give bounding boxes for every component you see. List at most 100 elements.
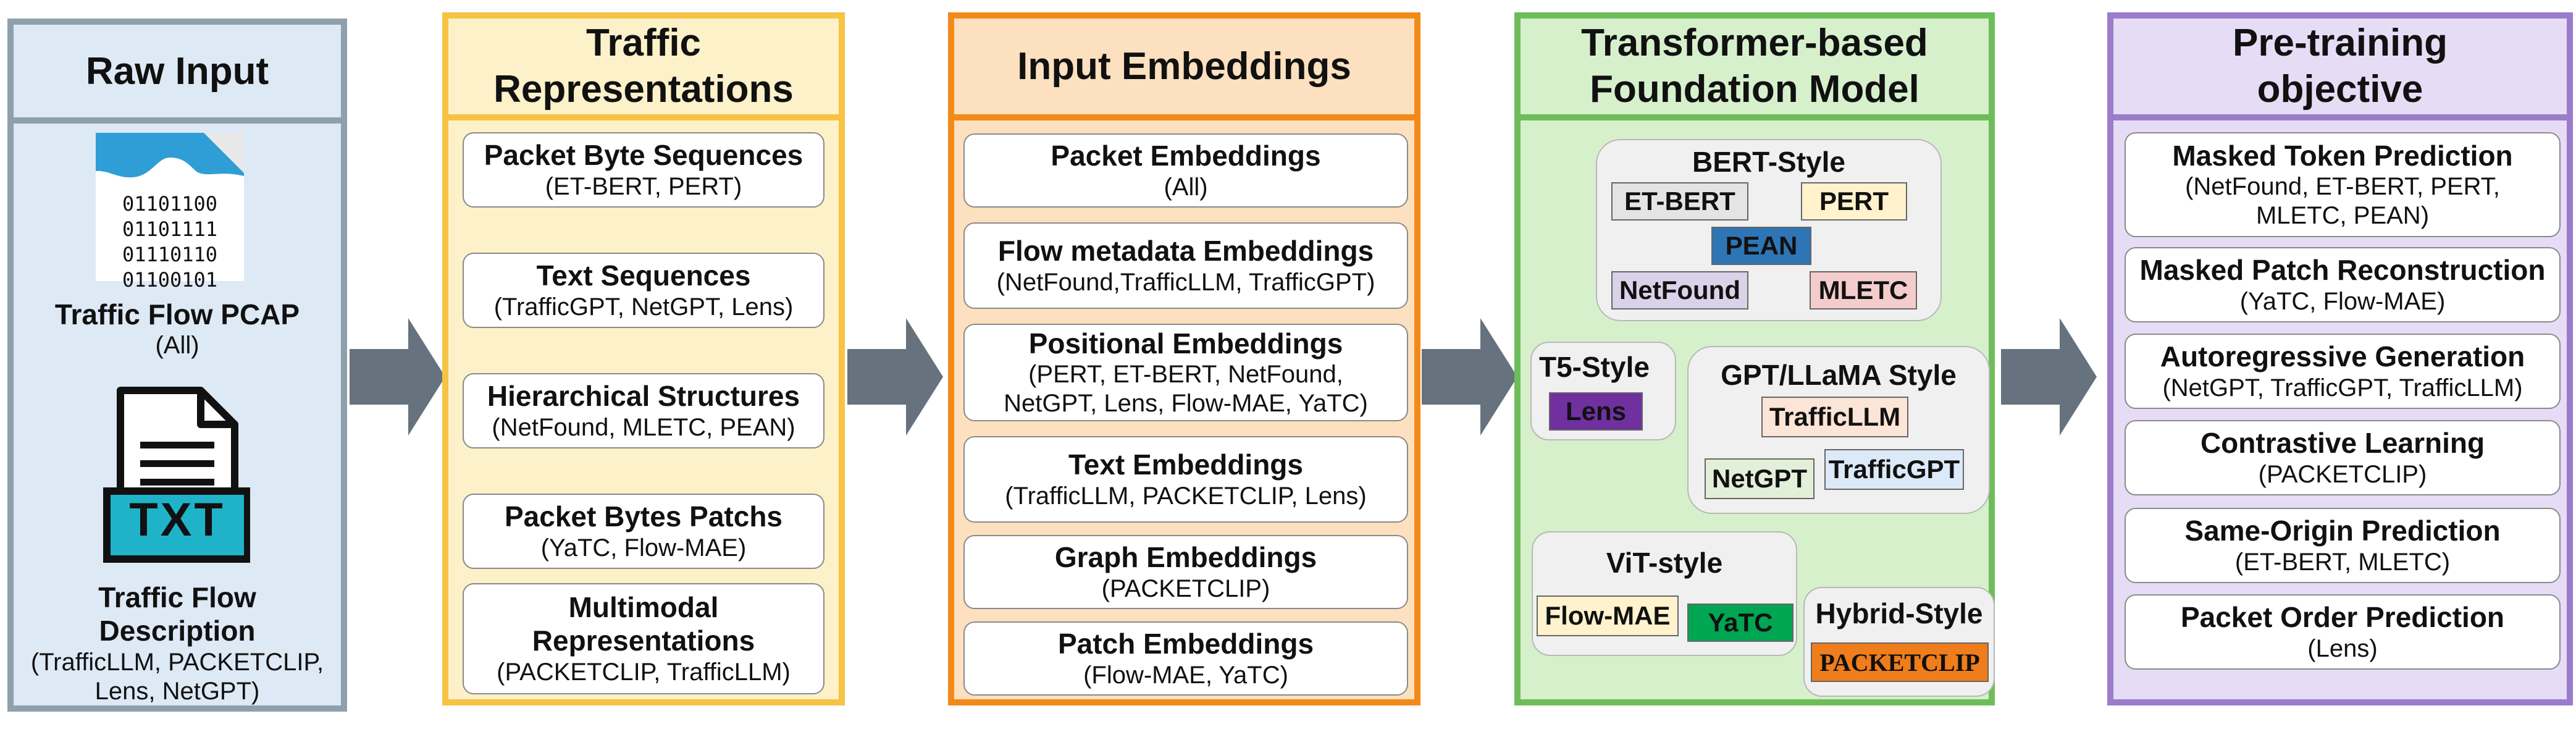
pcap-caption: Traffic Flow PCAP (All) [14,298,341,360]
pcap-bits: 01101100 01101111 01110110 01100101 [96,192,244,293]
traffic-representations-header: Traffic Representations [448,19,839,120]
description-title-line: Traffic Flow [98,581,256,613]
representation-box: Hierarchical Structures (NetFound, MLETC… [463,373,824,448]
embedding-box: Positional Embeddings (PERT, ET-BERT, Ne… [963,324,1408,421]
pcap-title: Traffic Flow PCAP [54,298,300,330]
objective-box: Masked Token Prediction (NetFound, ET-BE… [2125,132,2561,237]
embedding-title: Graph Embeddings [1054,541,1317,574]
description-sub: (TrafficLLM, PACKETCLIP, Lens, NetGPT) [14,648,341,706]
flow-arrow [847,318,943,436]
representation-sub: (ET-BERT, PERT) [545,172,742,200]
embedding-sub: (NetFound,TrafficLLM, TrafficGPT) [996,268,1375,296]
t5-style-title: T5-Style [1539,351,1650,383]
model-chip-trafficllm: TrafficLLM [1761,397,1908,437]
traffic-representations-title: Traffic [585,22,702,65]
objective-sub: (NetGPT, TrafficGPT, TrafficLLM) [2162,374,2523,402]
embedding-title: Positional Embeddings [1028,327,1343,360]
objective-box: Masked Patch Reconstruction (YaTC, Flow-… [2125,247,2561,322]
vit-style-title: ViT-style [1606,547,1723,579]
representation-box: Packet Byte Sequences (ET-BERT, PERT) [463,132,824,208]
pcap-bit-row: 01101111 [122,217,218,241]
objective-sub: (Lens) [2307,634,2378,662]
input-embeddings-stage: Input Embeddings Packet Embeddings (All)… [948,12,1420,705]
description-title-line: Description [99,615,256,647]
foundation-model-title: Transformer-based [1581,22,1928,65]
embedding-sub: (All) [1164,173,1208,201]
representation-title: Multimodal Representations [532,591,755,657]
objective-title: Masked Patch Reconstruction [2139,254,2546,287]
objective-sub: (NetFound, ET-BERT, PERT, [2185,172,2500,200]
foundation-model-stage: Transformer-based Foundation Model BERT-… [1514,12,1995,705]
embedding-box: Flow metadata Embeddings (NetFound,Traff… [963,222,1408,309]
objective-sub: (YaTC, Flow-MAE) [2239,287,2446,315]
bert-style-group: BERT-Style ET-BERT PERT PEAN NetFound ML… [1596,139,1942,321]
representation-box: Multimodal Representations (PACKETCLIP, … [463,583,824,694]
raw-input-title: Raw Input [85,49,269,93]
objective-title: Packet Order Prediction [2180,601,2505,634]
objective-sub: (ET-BERT, MLETC) [2234,548,2451,576]
traffic-representations-title: Representations [493,67,794,111]
model-chip-yatc: YaTC [1687,604,1794,642]
model-chip-netgpt: NetGPT [1705,458,1815,499]
objective-box: Autoregressive Generation (NetGPT, Traff… [2125,334,2561,409]
pcap-bit-row: 01101100 [122,192,218,216]
model-chip-flow-mae: Flow-MAE [1537,596,1679,636]
description-title: Traffic Flow Description [14,581,341,648]
embedding-title: Flow metadata Embeddings [997,235,1374,267]
flow-arrow [350,318,445,436]
foundation-model-title: Foundation Model [1590,67,1919,111]
model-chip-et-bert: ET-BERT [1611,182,1748,221]
pcap-bit-row: 01110110 [122,243,218,266]
representation-sub: (YaTC, Flow-MAE) [540,534,747,562]
objective-box: Packet Order Prediction (Lens) [2125,594,2561,670]
txt-file-icon [102,383,251,568]
traffic-representations-stage: Traffic Representations Packet Byte Sequ… [442,12,845,705]
objective-sub: (PACKETCLIP) [2258,460,2427,488]
bert-style-title: BERT-Style [1692,146,1845,178]
vit-style-group: ViT-style Flow-MAE YaTC [1532,531,1797,656]
raw-input-header: Raw Input [14,25,341,124]
hybrid-style-title: Hybrid-Style [1815,597,1983,629]
description-sub-line: Lens, NetGPT) [94,677,260,705]
embedding-sub: (Flow-MAE, YaTC) [1083,661,1288,689]
input-embeddings-header: Input Embeddings [954,19,1414,120]
model-chip-packetclip: PACKETCLIP [1811,642,1989,682]
model-chip-pert: PERT [1801,182,1907,221]
embedding-box: Text Embeddings (TrafficLLM, PACKETCLIP,… [963,436,1408,523]
objective-title: Autoregressive Generation [2160,340,2525,373]
embedding-box: Packet Embeddings (All) [963,133,1408,208]
embedding-sub: (TrafficLLM, PACKETCLIP, Lens) [1005,482,1367,510]
objective-box: Same-Origin Prediction (ET-BERT, MLETC) [2125,508,2561,583]
objective-sub: MLETC, PEAN) [2255,202,2430,230]
representation-box: Text Sequences (TrafficGPT, NetGPT, Lens… [463,253,824,328]
embedding-sub: NetGPT, Lens, Flow-MAE, YaTC) [1004,390,1368,418]
flow-arrow [1422,318,1517,436]
embedding-title: Patch Embeddings [1057,628,1314,660]
representation-sub: (TrafficGPT, NetGPT, Lens) [493,293,794,321]
objective-title: Same-Origin Prediction [2184,515,2501,547]
objective-box: Contrastive Learning (PACKETCLIP) [2125,420,2561,495]
pretraining-objective-title: objective [2257,67,2423,111]
embedding-box: Graph Embeddings (PACKETCLIP) [963,535,1408,609]
embedding-box: Patch Embeddings (Flow-MAE, YaTC) [963,621,1408,696]
pretraining-objective-title: Pre-training [2233,22,2448,65]
representation-title: Packet Byte Sequences [484,139,803,172]
representation-box: Packet Bytes Patchs (YaTC, Flow-MAE) [463,494,824,569]
gpt-llama-style-group: GPT/LLaMA Style TrafficLLM NetGPT Traffi… [1687,346,1990,514]
embedding-title: Text Embeddings [1068,448,1303,481]
pcap-sub: (All) [155,332,199,360]
embedding-sub: (PACKETCLIP) [1101,575,1270,602]
representation-sub: (NetFound, MLETC, PEAN) [492,413,795,441]
pretraining-objective-stage: Pre-training objective Masked Token Pred… [2107,12,2573,705]
model-chip-lens: Lens [1549,392,1643,431]
txt-label: TXT [129,494,225,546]
foundation-model-header: Transformer-based Foundation Model [1521,19,1989,120]
representation-title: Text Sequences [536,259,751,292]
representation-sub: (PACKETCLIP, TrafficLLM) [497,658,791,686]
model-chip-mletc: MLETC [1810,271,1917,309]
objective-title: Masked Token Prediction [2172,139,2513,172]
raw-input-stage: Raw Input 01101100 01101111 01110110 011… [7,19,347,712]
description-caption: Traffic Flow Description (TrafficLLM, PA… [14,581,341,706]
pretraining-objective-header: Pre-training objective [2113,19,2567,120]
gpt-llama-style-title: GPT/LLaMA Style [1721,359,1957,391]
